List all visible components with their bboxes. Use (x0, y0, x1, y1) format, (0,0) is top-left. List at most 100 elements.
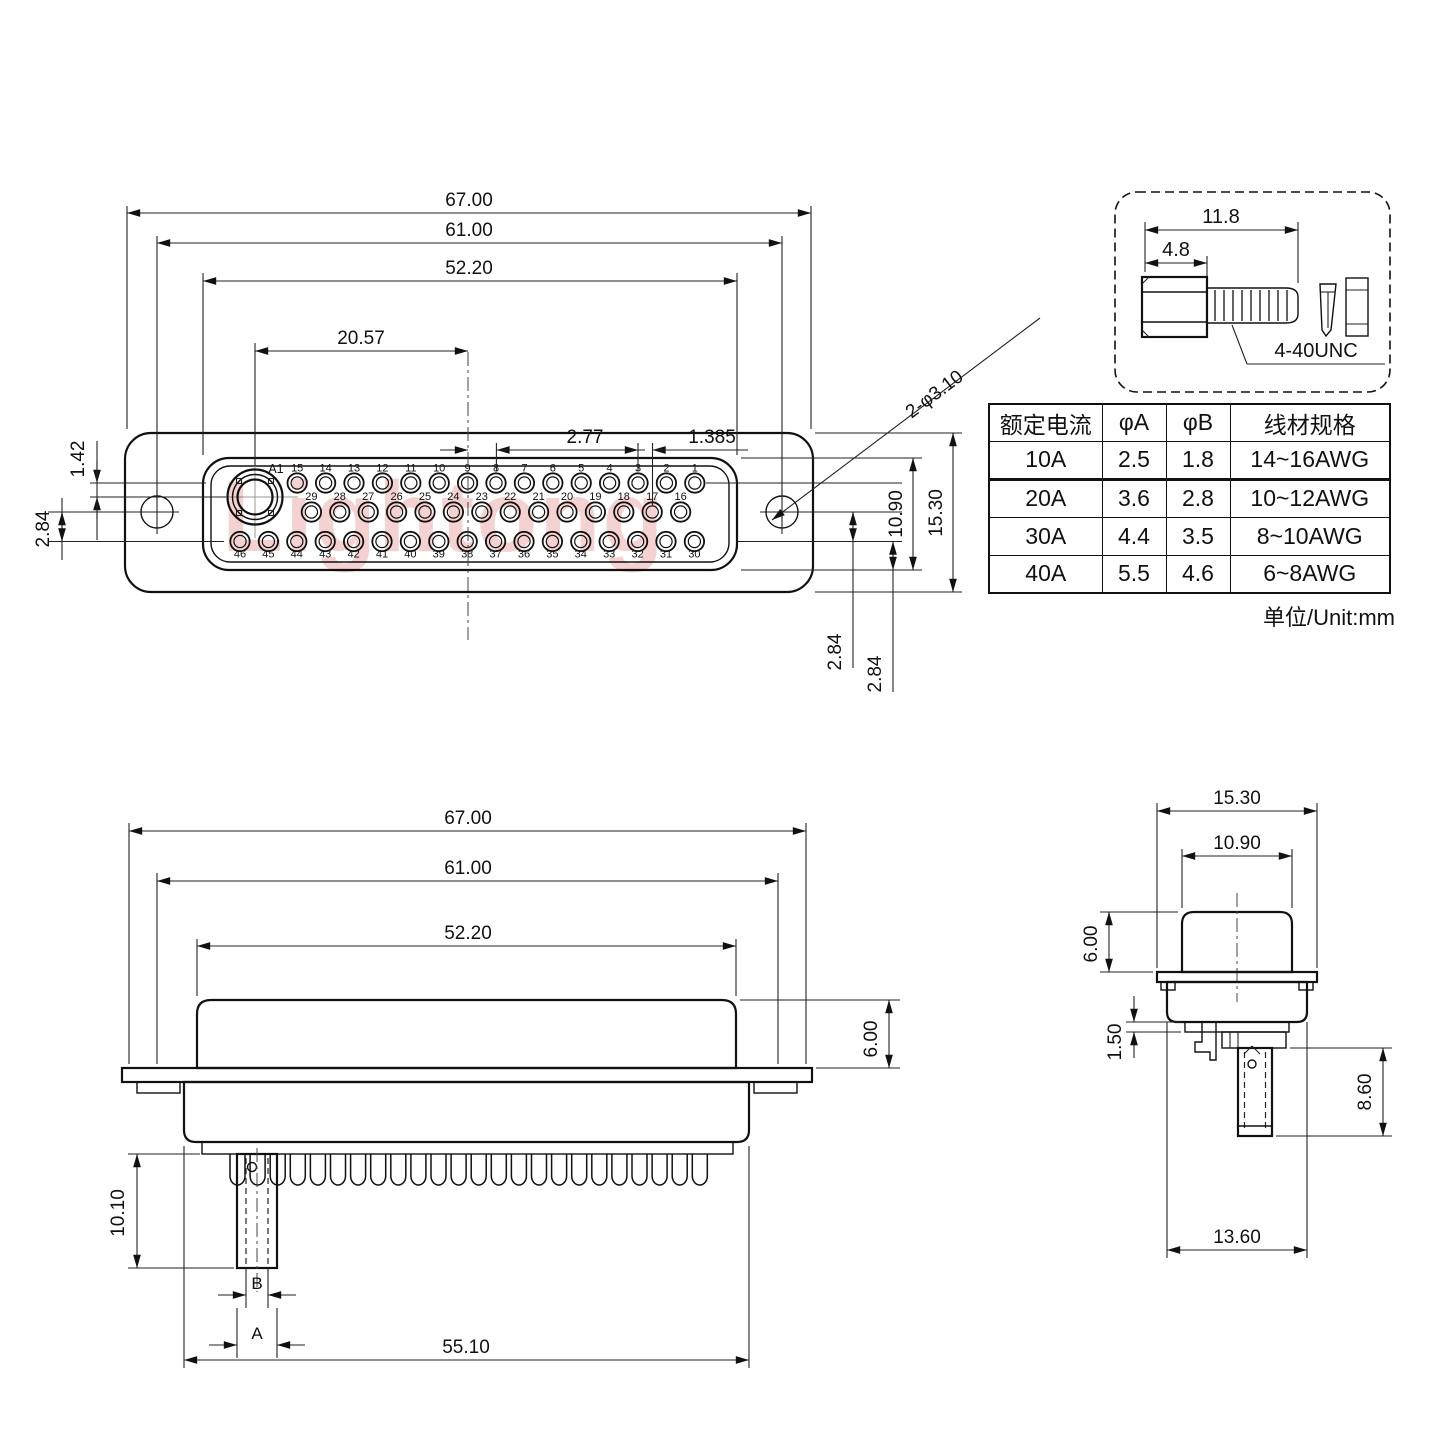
pin: 21 (527, 491, 550, 523)
end-view: 15.30 10.90 6.00 1.50 8.60 (1081, 788, 1392, 1258)
screw-detail: 11.8 4.8 4-40UNC (1114, 191, 1391, 393)
pin: 16 (669, 491, 692, 523)
dim-end-barrel-length: 8.60 (1355, 1074, 1376, 1111)
pin-number: 7 (521, 463, 527, 475)
dim-front-face-height: 10.90 (886, 490, 907, 538)
pin: 44 (286, 530, 308, 561)
solder-cup (309, 1154, 327, 1186)
pin-number: 27 (362, 491, 374, 503)
pin-number: 19 (589, 491, 601, 503)
pin: 25 (414, 491, 436, 523)
end-insulator-plate (1184, 1021, 1290, 1033)
pin-number: 41 (376, 549, 388, 561)
pin: 1 (684, 463, 706, 494)
pin-number: 24 (447, 491, 459, 503)
dim-screw-overall: 11.8 (1202, 206, 1239, 228)
spec-cell: 40A (988, 554, 1103, 594)
spec-cell: 10~12AWG (1229, 478, 1391, 518)
end-lower-body (1165, 980, 1309, 1024)
pin: 36 (513, 530, 535, 561)
pin: 33 (598, 530, 620, 561)
big-contact-label: A1 (268, 462, 283, 476)
solder-cup (510, 1154, 528, 1186)
front-face-outer (201, 456, 739, 572)
dim-front-row-pitch-r1: 2.84 (825, 633, 846, 670)
end-latch (1194, 1022, 1217, 1061)
dim-side-inner-dia-label: B (251, 1274, 262, 1293)
dim-side-shell-width: 52.20 (444, 923, 492, 944)
pin-number: 43 (319, 549, 331, 561)
pin: 42 (342, 530, 365, 561)
spec-cell: 14~16AWG (1229, 440, 1391, 481)
screw-part-wedge (1319, 283, 1337, 338)
side-flange (120, 1066, 814, 1084)
pin-number: 12 (376, 463, 388, 475)
dim-side-hole-spacing: 61.00 (444, 858, 492, 879)
spec-cell: 30A (988, 516, 1103, 556)
solder-cup (369, 1154, 387, 1186)
dim-end-shell-height: 6.00 (1081, 926, 1102, 963)
pin: 35 (541, 530, 564, 561)
pin: 14 (314, 463, 337, 494)
end-cup-block (1221, 1031, 1287, 1049)
pin: 43 (314, 530, 336, 561)
dim-end-plate-thickness: 1.50 (1105, 1024, 1126, 1061)
pin-number: 9 (465, 463, 471, 475)
spec-cell: 1.8 (1165, 440, 1231, 481)
pin-number: 25 (419, 491, 431, 503)
pin: 31 (655, 530, 677, 561)
spec-cell: 5.5 (1101, 554, 1167, 594)
pin: 22 (499, 491, 521, 523)
side-tab-left (136, 1081, 181, 1094)
pin-number: 6 (550, 463, 556, 475)
dim-side-outer-dia-label: A (251, 1324, 263, 1343)
pin-number: 28 (334, 491, 346, 503)
dim-end-flange-width: 15.30 (1213, 788, 1261, 809)
screw-part-cylinder (1345, 277, 1369, 337)
pin-number: 20 (561, 491, 573, 503)
pin-number: 29 (305, 491, 317, 503)
dim-end-shell-width: 10.90 (1213, 833, 1261, 854)
pin: 41 (371, 530, 393, 561)
solder-cup (530, 1154, 548, 1186)
pin-number: 39 (433, 549, 445, 561)
spec-header-wire: 线材规格 (1229, 403, 1391, 442)
solder-cup (691, 1154, 709, 1186)
big-contact-a1: A1 (214, 456, 298, 538)
spec-cell: 3.5 (1165, 516, 1231, 556)
end-a1-barrel (1236, 1046, 1274, 1138)
pin: 2 (655, 463, 678, 494)
dim-end-body-width: 13.60 (1213, 1227, 1261, 1248)
pin-number: 37 (489, 549, 501, 561)
pin-number: 22 (504, 491, 516, 503)
spec-header-dia-b: φB (1165, 403, 1231, 442)
spec-cell: 20A (988, 478, 1103, 518)
pin-number: 32 (631, 549, 643, 561)
front-face-inner (210, 465, 730, 563)
unit-note: 单位/Unit:mm (1262, 605, 1395, 630)
solder-cup (591, 1154, 608, 1186)
screw-detail-border (1114, 191, 1391, 393)
pin: 39 (428, 530, 450, 561)
pin-number: 11 (405, 463, 416, 475)
pin: 19 (584, 491, 607, 523)
pin-number: 42 (347, 549, 359, 561)
pin-number: 40 (404, 549, 416, 561)
pin: 24 (442, 491, 464, 523)
end-shell (1180, 910, 1294, 974)
dim-screw-head: 4.8 (1162, 239, 1190, 261)
thread-spec-label: 4-40UNC (1274, 340, 1357, 362)
pin: 32 (626, 530, 649, 561)
pin: 7 (513, 463, 536, 494)
screw-thread-shaft (1206, 287, 1299, 324)
solder-cup (490, 1154, 508, 1186)
pin: 29 (300, 491, 322, 523)
spec-header-dia-a: φA (1101, 403, 1167, 442)
solder-cup (651, 1154, 668, 1186)
spec-cell: 6~8AWG (1229, 554, 1391, 594)
